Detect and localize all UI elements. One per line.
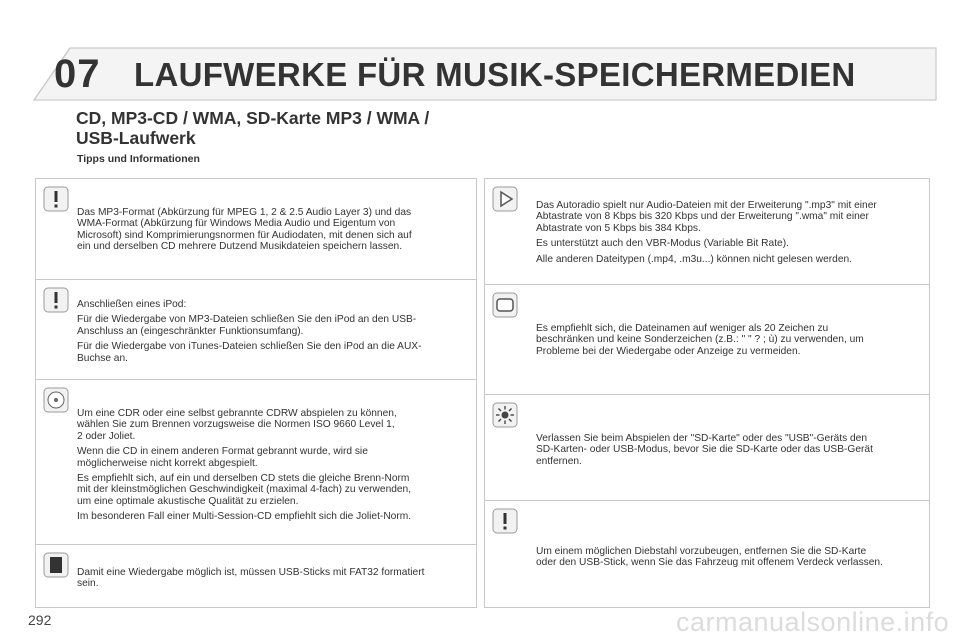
info-box-remove-device: Verlassen Sie beim Abspielen der "SD-Kar… xyxy=(485,394,929,500)
right-column: Das Autoradio spielt nur Audio-Dateien m… xyxy=(484,178,930,608)
box-paragraph: Das MP3-Format (Abkürzung für MPEG 1, 2 … xyxy=(77,207,412,253)
info-box-file-names: Es empfiehlt sich, die Dateinamen auf we… xyxy=(485,284,929,394)
usb-stick-icon xyxy=(43,552,69,578)
screen-icon xyxy=(492,292,518,318)
box-paragraph: Für die Wiedergabe von iTunes-Dateien sc… xyxy=(77,341,422,364)
box-paragraph: Es empfiehlt sich, auf ein und derselben… xyxy=(77,473,412,507)
disc-icon xyxy=(43,387,69,413)
box-paragraph: Um eine CDR oder eine selbst gebrannte C… xyxy=(77,408,397,442)
chapter-number: 07 xyxy=(54,52,101,96)
box-paragraph: Es empfiehlt sich, die Dateinamen auf we… xyxy=(536,323,864,357)
info-box-audio-files: Das Autoradio spielt nur Audio-Dateien m… xyxy=(485,179,929,284)
box-paragraph: Das Autoradio spielt nur Audio-Dateien m… xyxy=(536,200,877,234)
watermark: carmanualsonline.info xyxy=(676,607,950,637)
box-paragraph: Es unterstützt auch den VBR-Modus (Varia… xyxy=(536,238,789,250)
box-paragraph: Verlassen Sie beim Abspielen der "SD-Kar… xyxy=(536,433,873,467)
box-paragraph: Wenn die CD in einem anderen Format gebr… xyxy=(77,446,368,469)
info-box-theft: Um einem möglichen Diebstahl vorzubeugen… xyxy=(485,500,929,607)
box-paragraph: Um einem möglichen Diebstahl vorzubeugen… xyxy=(536,546,883,569)
sun-icon xyxy=(492,402,518,428)
page-header: 07 LAUFWERKE FÜR MUSIK-SPEICHERMEDIEN xyxy=(0,0,960,108)
info-box-usb-format: Damit eine Wiedergabe möglich ist, müsse… xyxy=(36,544,476,607)
page-number: 292 xyxy=(28,612,52,628)
page-title: LAUFWERKE FÜR MUSIK-SPEICHERMEDIEN xyxy=(134,56,856,93)
box-paragraph: Für die Wiedergabe von MP3-Dateien schli… xyxy=(77,314,417,337)
section-title: CD, MP3-CD / WMA, SD-Karte MP3 / WMA / U… xyxy=(76,108,430,148)
info-box-cd-burning: Um eine CDR oder eine selbst gebrannte C… xyxy=(36,379,476,544)
exclamation-icon xyxy=(43,287,69,313)
exclamation-icon xyxy=(43,186,69,212)
box-paragraph: Alle anderen Dateitypen (.mp4, .m3u...) … xyxy=(536,253,852,265)
box-paragraph: Anschließen eines iPod: xyxy=(77,299,187,310)
play-icon xyxy=(492,186,518,212)
left-column: Das MP3-Format (Abkürzung für MPEG 1, 2 … xyxy=(35,178,477,608)
exclamation-icon xyxy=(492,508,518,534)
box-paragraph: Damit eine Wiedergabe möglich ist, müsse… xyxy=(77,567,425,590)
section-subtitle: Tipps und Informationen xyxy=(77,153,200,165)
info-box-mp3-format: Das MP3-Format (Abkürzung für MPEG 1, 2 … xyxy=(36,179,476,279)
header-frame xyxy=(32,47,937,101)
info-box-ipod: Anschließen eines iPod: Für die Wiederga… xyxy=(36,279,476,379)
box-paragraph: Im besonderen Fall einer Multi-Session-C… xyxy=(77,511,412,523)
